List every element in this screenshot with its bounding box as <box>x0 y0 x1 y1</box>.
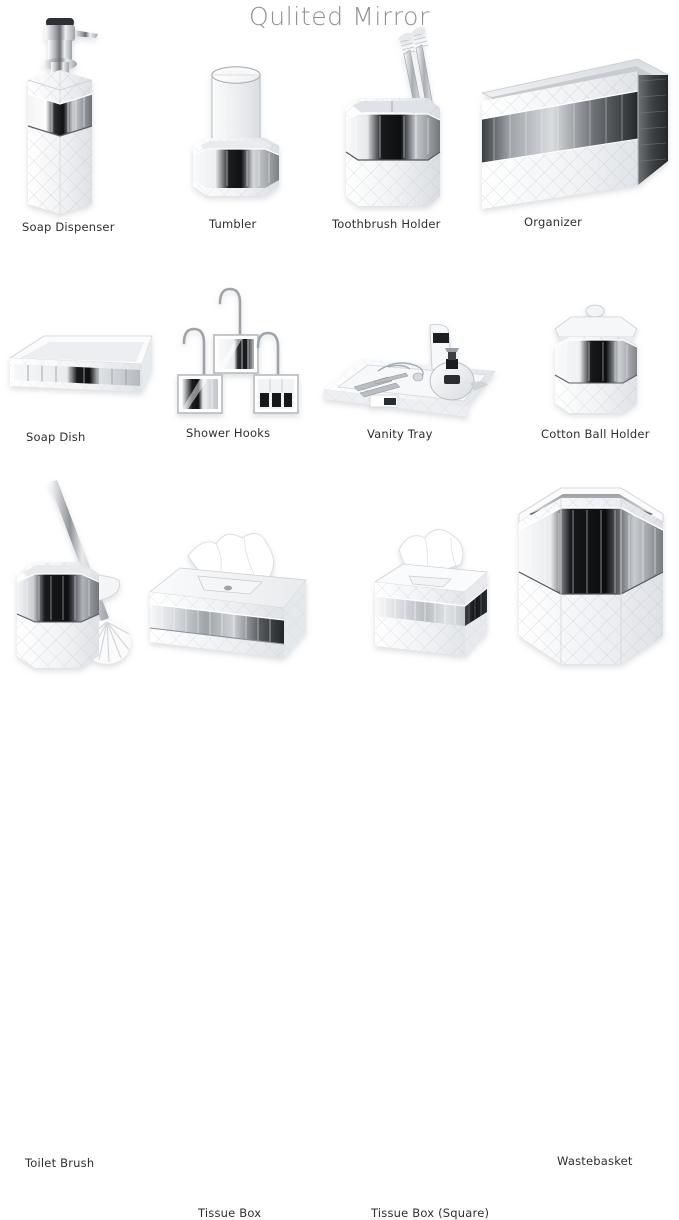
product-label-shower-hooks: Shower Hooks <box>186 426 271 440</box>
product-image-soap-dispenser <box>0 8 160 236</box>
product-label-toilet-brush: Toilet Brush <box>25 1156 95 1170</box>
product-image-wastebasket <box>505 468 675 700</box>
product-cell-vanity-tray[interactable]: Vanity Tray <box>318 315 508 450</box>
product-cell-organizer[interactable]: Organizer <box>468 45 679 235</box>
shower-hooks-illustration <box>177 287 299 414</box>
toothbrush-holder-illustration <box>345 26 441 206</box>
product-label-tissue-box-square: Tissue Box (Square) <box>371 1206 490 1220</box>
product-cell-soap-dispenser[interactable]: Soap Dispenser <box>0 8 160 236</box>
product-image-shower-hooks <box>162 285 312 450</box>
product-image-toilet-brush <box>5 470 165 700</box>
product-image-vanity-tray <box>318 315 508 450</box>
product-label-soap-dispenser: Soap Dispenser <box>22 220 115 234</box>
toilet-brush-illustration <box>16 480 131 668</box>
product-label-tumbler: Tumbler <box>209 217 257 231</box>
vanity-tray-illustration <box>324 324 496 417</box>
product-label-vanity-tray: Vanity Tray <box>367 427 433 441</box>
product-label-tissue-box: Tissue Box <box>198 1206 262 1220</box>
soap-dispenser-illustration <box>27 18 98 214</box>
product-cell-tumbler[interactable]: Tumbler <box>165 50 310 236</box>
page-title: Qulited Mirror <box>249 2 430 31</box>
product-cell-toothbrush-holder[interactable]: Toothbrush Holder <box>320 20 470 236</box>
organizer-illustration <box>480 58 670 209</box>
tumbler-illustration <box>192 66 280 196</box>
product-grid: Soap Dispenser <box>0 8 679 1220</box>
tissue-box-illustration <box>149 533 307 658</box>
product-image-toothbrush-holder <box>320 20 470 236</box>
product-label-soap-dish: Soap Dish <box>26 430 86 444</box>
soap-dish-illustration <box>8 335 153 392</box>
product-cell-soap-dish[interactable]: Soap Dish <box>0 320 160 450</box>
product-image-cotton-ball-holder <box>525 295 675 450</box>
product-label-toothbrush-holder: Toothbrush Holder <box>332 217 441 231</box>
product-image-organizer <box>468 45 679 235</box>
product-cell-tissue-box[interactable]: Tissue Box <box>142 520 322 1220</box>
product-cell-shower-hooks[interactable]: Shower Hooks <box>162 285 312 450</box>
product-image-tumbler <box>165 50 310 236</box>
product-cell-toilet-brush[interactable]: Toilet Brush <box>5 470 165 1170</box>
product-cell-cotton-ball-holder[interactable]: Cotton Ball Holder <box>525 295 675 450</box>
product-image-tissue-box <box>142 520 322 700</box>
tissue-box-square-illustration <box>373 529 488 656</box>
product-image-tissue-box-square <box>365 520 510 700</box>
product-label-wastebasket: Wastebasket <box>557 1154 633 1168</box>
product-cell-tissue-box-square[interactable]: Tissue Box (Square) <box>365 520 510 1220</box>
wastebasket-illustration <box>518 487 664 664</box>
product-label-organizer: Organizer <box>524 215 583 229</box>
product-cell-wastebasket[interactable]: Wastebasket <box>505 468 675 1168</box>
product-label-cotton-ball-holder: Cotton Ball Holder <box>541 427 650 441</box>
cotton-ball-holder-illustration <box>554 304 638 413</box>
product-image-soap-dish <box>0 320 160 450</box>
